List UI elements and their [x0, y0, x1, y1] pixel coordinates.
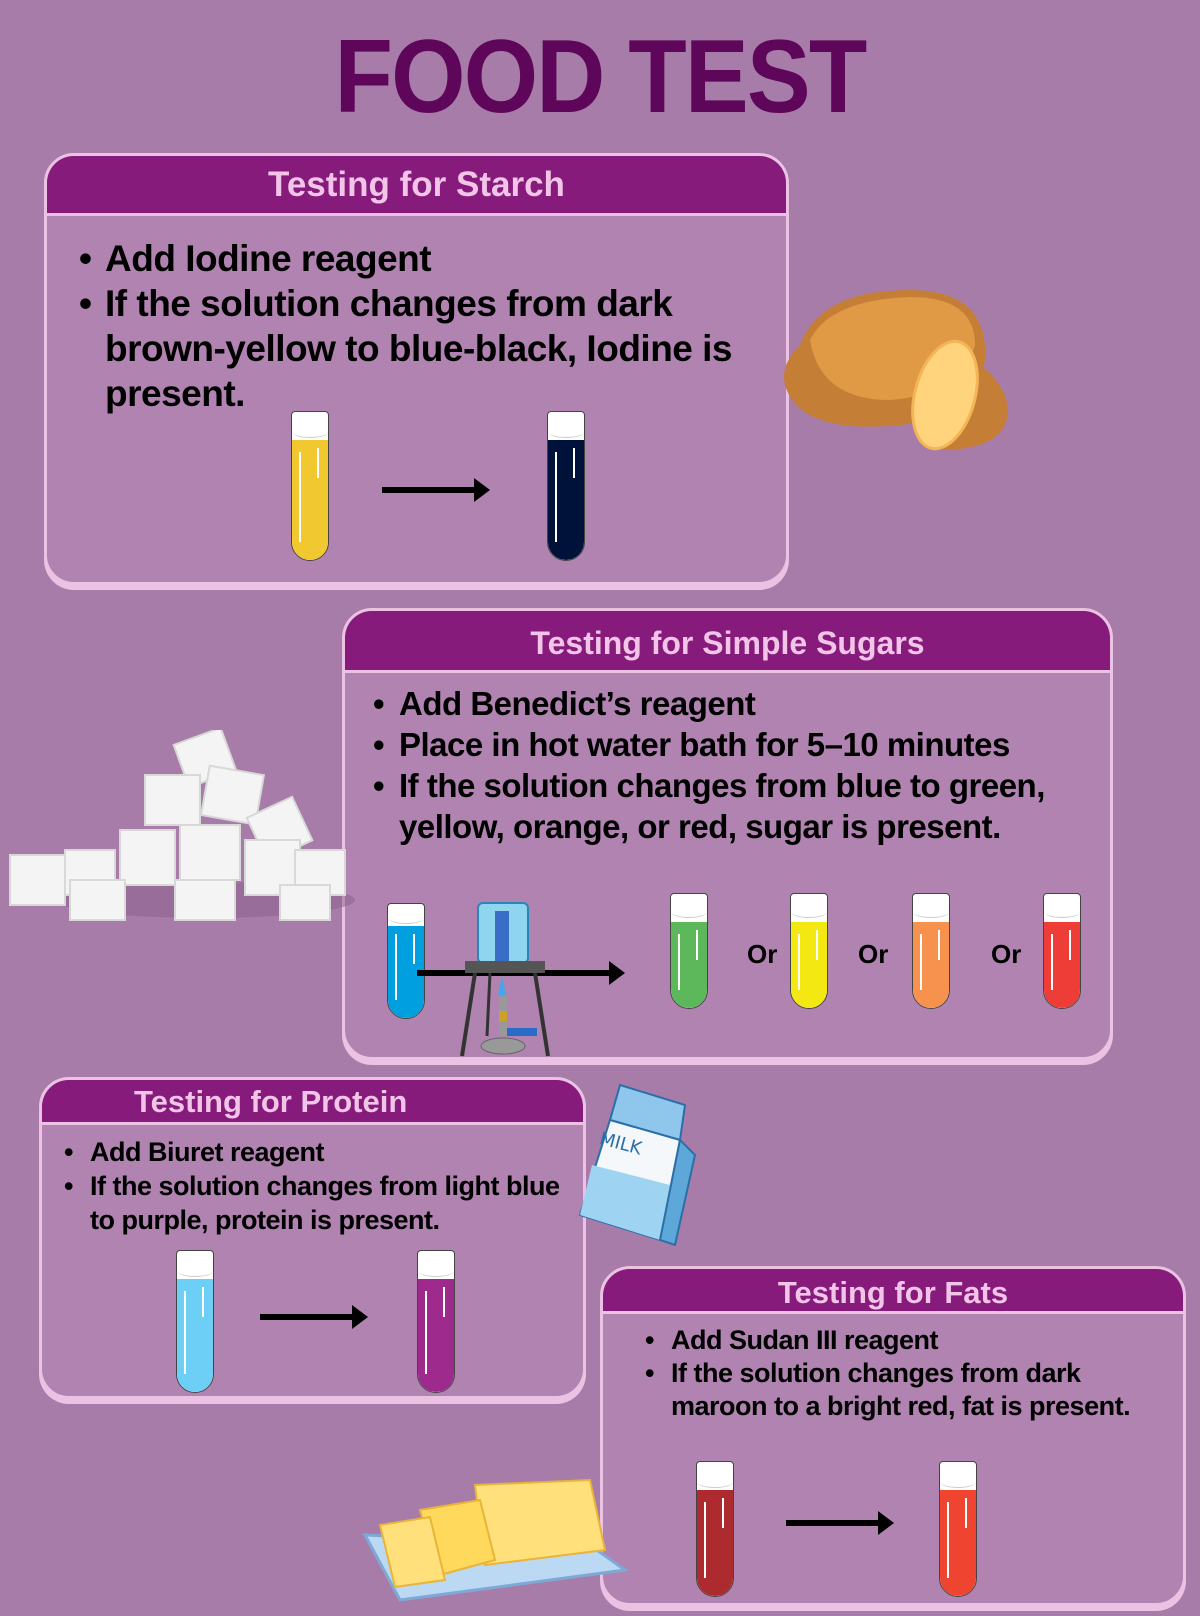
light-blue-test-tube — [176, 1250, 214, 1393]
bright-red-test-tube — [939, 1461, 977, 1597]
milk-carton-icon: MILK — [578, 1083, 697, 1247]
or-label: Or — [858, 939, 889, 969]
sugars-card: Testing for Simple Sugars Add Benedict’s… — [342, 608, 1113, 1060]
fats-step-2: If the solution changes from dark maroon… — [641, 1357, 1173, 1423]
purple-test-tube — [417, 1250, 455, 1393]
fats-step-1: Add Sudan III reagent — [641, 1324, 1173, 1357]
starch-heading: Testing for Starch — [47, 156, 786, 216]
protein-heading: Testing for Protein — [42, 1080, 583, 1125]
protein-card: Testing for Protein Add Biuret reagent I… — [39, 1077, 586, 1399]
sugars-step-3: If the solution changes from blue to gre… — [369, 765, 1094, 847]
or-label: Or — [747, 939, 778, 969]
or-label: Or — [991, 939, 1022, 969]
butter-icon — [362, 1478, 629, 1602]
yellow-test-tube — [291, 411, 329, 561]
sugars-heading: Testing for Simple Sugars — [345, 611, 1110, 673]
sugars-step-1: Add Benedict’s reagent — [369, 683, 1094, 724]
red-test-tube — [1043, 893, 1081, 1009]
arrow-icon — [382, 478, 490, 502]
arrow-icon — [260, 1305, 368, 1329]
fats-card: Testing for Fats Add Sudan III reagent I… — [600, 1266, 1186, 1606]
protein-step-1: Add Biuret reagent — [60, 1135, 573, 1169]
yellow-test-tube — [790, 893, 828, 1009]
bunsen-burner-hot-water-bath-icon — [460, 902, 550, 1057]
starch-step-2: If the solution changes from dark brown-… — [75, 281, 766, 416]
blue-test-tube — [387, 903, 425, 1019]
green-test-tube — [670, 893, 708, 1009]
starch-step-1: Add Iodine reagent — [75, 236, 766, 281]
sugars-step-2: Place in hot water bath for 5–10 minutes — [369, 724, 1094, 765]
arrow-icon — [786, 1511, 894, 1535]
blue-black-test-tube — [547, 411, 585, 561]
page-title: FOOD TEST — [334, 19, 868, 135]
potato-icon — [784, 290, 1008, 451]
sugar-cubes-icon — [9, 730, 355, 921]
fats-heading: Testing for Fats — [603, 1269, 1183, 1314]
protein-step-2: If the solution changes from light blue … — [60, 1169, 573, 1237]
maroon-test-tube — [696, 1461, 734, 1597]
starch-card: Testing for Starch Add Iodine reagent If… — [44, 153, 789, 585]
orange-test-tube — [912, 893, 950, 1009]
